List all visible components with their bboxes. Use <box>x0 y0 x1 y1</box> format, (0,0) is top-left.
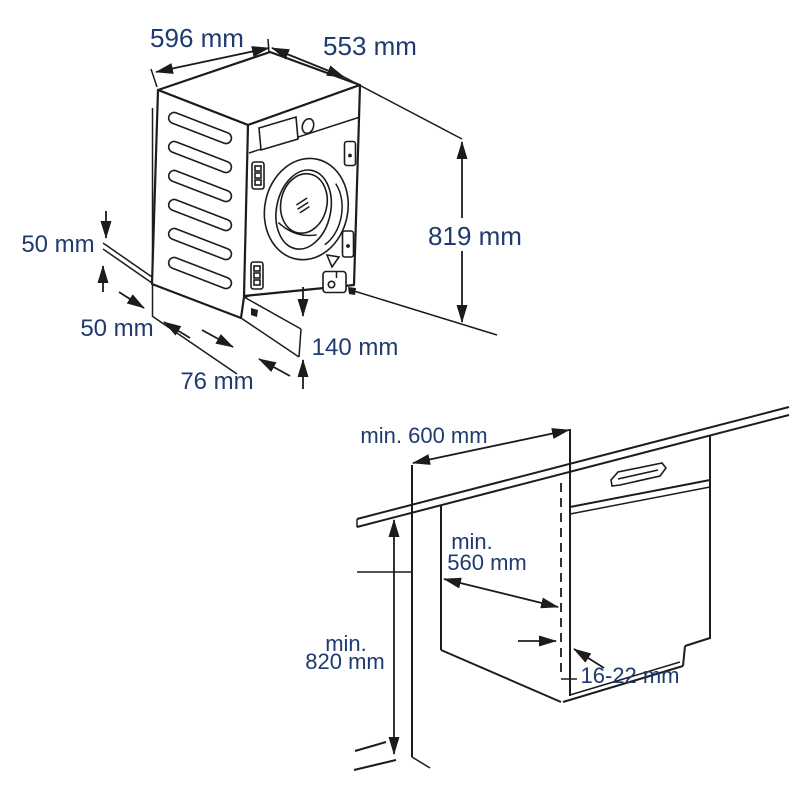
detergent-drawer <box>258 115 299 152</box>
label-niche-depth-prefix: min. <box>451 529 493 554</box>
control-knob <box>301 117 315 135</box>
label-niche-height-prefix: min. <box>325 631 367 656</box>
floor-line-right <box>353 290 498 336</box>
label-rear-clearance: 50 mm <box>80 315 153 342</box>
hinge-brackets <box>250 140 357 290</box>
label-door-thickness: 16-22 mm <box>580 663 679 688</box>
washer-door <box>263 157 350 261</box>
dimension-hose-clearance: 50 mm <box>21 211 112 292</box>
plinth-recess <box>240 296 302 358</box>
label-hose-clearance: 50 mm <box>21 231 94 258</box>
door-handle-groove <box>324 183 343 246</box>
control-panel <box>248 115 361 154</box>
dimension-niche-height: min. 820 mm <box>305 519 400 771</box>
appliance-dimensions-diagram: 596 mm 553 mm 819 mm 50 mm 50 mm <box>21 23 522 395</box>
label-niche-depth: 560 mm <box>447 550 526 575</box>
label-height: 819 mm <box>428 221 522 251</box>
label-niche-height: 820 mm <box>305 649 384 674</box>
pump-access-cover <box>322 270 347 294</box>
niche-dimensions-diagram: min. 600 mm min. 560 mm min. 820 mm 16-2… <box>305 406 790 771</box>
label-niche-width: min. 600 mm <box>360 423 487 448</box>
niche-side-panel <box>411 465 562 769</box>
dimension-niche-depth: min. 560 mm <box>443 529 559 609</box>
dimension-width: 596 mm <box>150 23 270 88</box>
dimension-depth: 553 mm <box>271 31 463 140</box>
drain-triangle-mark <box>325 253 341 269</box>
dimension-niche-width: min. 600 mm <box>360 423 570 465</box>
glass-shine <box>296 197 310 214</box>
label-plinth-depth: 76 mm <box>180 368 253 395</box>
worktop <box>356 406 790 528</box>
label-plinth-height: 140 mm <box>312 334 399 361</box>
dimension-door-thickness: 16-22 mm <box>518 635 680 688</box>
furniture-door <box>562 429 711 703</box>
door-glass <box>279 172 329 234</box>
dimension-rear-clearance: 50 mm <box>80 291 191 342</box>
washing-machine <box>150 50 498 358</box>
label-depth: 553 mm <box>323 31 417 61</box>
side-panel-slots <box>167 111 233 290</box>
door-bottom-and-plinth <box>562 637 711 703</box>
floor-hatch-marks <box>353 741 397 771</box>
dimension-plinth-depth: 76 mm <box>180 329 291 395</box>
label-width: 596 mm <box>150 23 244 53</box>
dimension-plinth-height: 140 mm <box>297 287 399 389</box>
dimension-height: 819 mm <box>428 141 522 323</box>
machine-feet <box>251 287 356 317</box>
drum-arc <box>277 222 317 237</box>
